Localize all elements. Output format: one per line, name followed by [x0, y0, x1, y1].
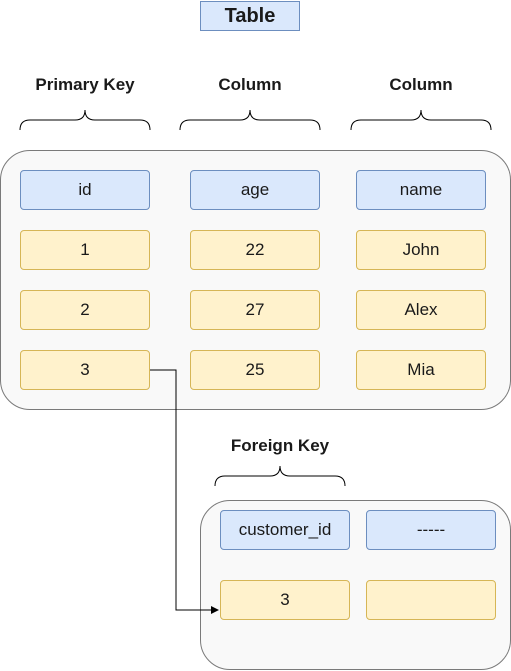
diagram-title: Table [200, 1, 300, 31]
cell-id-row-3: 3 [20, 350, 150, 390]
cell-id-row-1: 1 [20, 230, 150, 270]
cell-id-row-2: 2 [20, 290, 150, 330]
cell-name-row-3: Mia [356, 350, 486, 390]
cell-name-row-2: Alex [356, 290, 486, 330]
foreign-key-label: Foreign Key [230, 436, 330, 455]
cell-empty-row-1 [366, 580, 496, 620]
primary-key-label: Primary Key [35, 75, 135, 94]
header-id: id [20, 170, 150, 210]
cell-name-row-1: John [356, 230, 486, 270]
primary-key-brace [19, 109, 151, 131]
header-customer-id: customer_id [220, 510, 350, 550]
cell-age-row-1: 22 [190, 230, 320, 270]
column-label-name: Column [389, 75, 453, 94]
column-label-age: Column [218, 75, 282, 94]
column-age-brace [179, 109, 321, 131]
header-age: age [190, 170, 320, 210]
header-placeholder: ----- [366, 510, 496, 550]
header-name: name [356, 170, 486, 210]
cell-age-row-2: 27 [190, 290, 320, 330]
foreign-key-brace [214, 465, 346, 487]
column-name-brace [350, 109, 492, 131]
cell-age-row-3: 25 [190, 350, 320, 390]
cell-customer-id-row-1: 3 [220, 580, 350, 620]
